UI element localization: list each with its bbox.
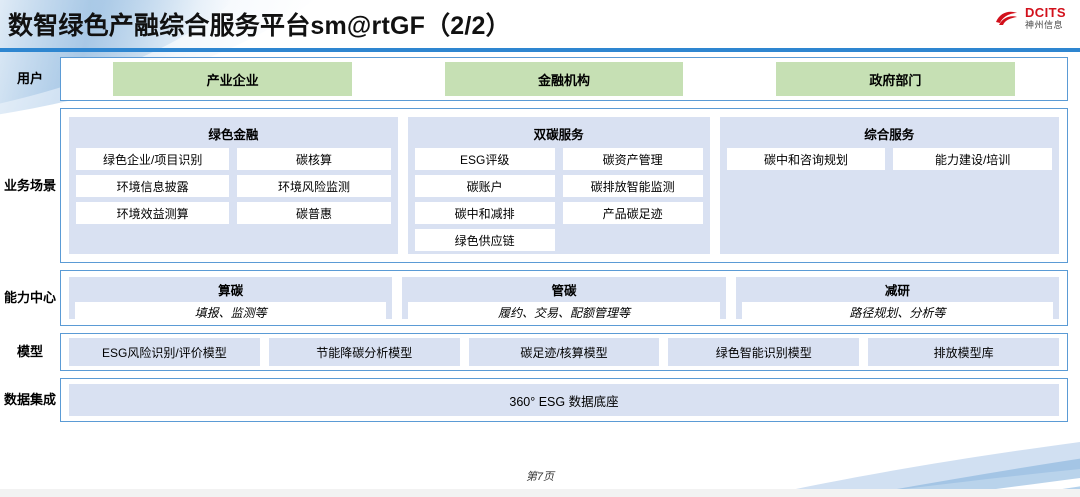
scenario-item[interactable]: 产品碳足迹 (562, 202, 703, 224)
scenario-item[interactable]: 绿色供应链 (414, 229, 555, 251)
user-cell: 政府部门 (730, 62, 1061, 96)
row-body-user: 产业企业 金融机构 政府部门 (60, 57, 1068, 101)
row-model: 模型 ESG风险识别/评价模型 节能降碳分析模型 碳足迹/核算模型 绿色智能识别… (0, 333, 1080, 371)
model-box[interactable]: 碳足迹/核算模型 (468, 338, 660, 366)
scenario-item[interactable]: 能力建设/培训 (893, 148, 1052, 170)
row-spacer (0, 101, 1080, 108)
scenario-group-dual-carbon: 双碳服务 ESG评级 碳资产管理 碳账户 碳排放智能监测 碳中和减排 产品碳足迹… (407, 117, 710, 254)
scenario-item[interactable]: 碳资产管理 (562, 148, 703, 170)
brand-logo: DCITS 神州信息 (994, 6, 1066, 30)
scenario-item[interactable]: 碳中和咨询规划 (726, 148, 886, 170)
row-body-model: ESG风险识别/评价模型 节能降碳分析模型 碳足迹/核算模型 绿色智能识别模型 … (60, 333, 1068, 371)
row-scenario: 业务场景 绿色金融 绿色企业/项目识别 碳核算 环境信息披露 环境风险监测 环境… (0, 108, 1080, 263)
scenario-group-green-finance: 绿色金融 绿色企业/项目识别 碳核算 环境信息披露 环境风险监测 环境效益测算 … (69, 117, 398, 254)
model-box[interactable]: 排放模型库 (868, 338, 1059, 366)
row-capability: 能力中心 算碳 填报、监测等 管碳 履约、交易、配额管理等 减研 路径规划、分析… (0, 270, 1080, 326)
scenario-item[interactable]: 环境信息披露 (76, 175, 230, 197)
logo-text-cn: 神州信息 (1025, 20, 1064, 30)
scenario-group-integrated-service: 综合服务 碳中和咨询规划 能力建设/培训 (719, 117, 1059, 254)
row-spacer (0, 371, 1080, 378)
footer-strip (0, 489, 1080, 497)
page-number-label: 第7页 (525, 471, 555, 483)
scenario-item[interactable]: 碳账户 (414, 175, 555, 197)
capability-subtitle[interactable]: 路径规划、分析等 (741, 302, 1053, 322)
capability-subtitle[interactable]: 填报、监测等 (75, 302, 387, 322)
architecture-grid: 用户 产业企业 金融机构 政府部门 业务场景 (0, 57, 1080, 422)
scenario-item[interactable]: 碳排放智能监测 (562, 175, 703, 197)
user-box-government[interactable]: 政府部门 (776, 62, 1015, 96)
user-box-industry[interactable]: 产业企业 (113, 62, 352, 96)
capability-title: 算碳 (218, 284, 244, 298)
dcits-swirl-icon (994, 8, 1020, 28)
slide-header: 数智绿色产融综合服务平台sm@rtGF（2/2） DCITS 神州信息 (0, 0, 1080, 49)
user-box-financial[interactable]: 金融机构 (444, 62, 684, 96)
capability-title: 减研 (884, 284, 910, 298)
capability-title: 管碳 (551, 284, 577, 298)
user-cell: 金融机构 (398, 62, 729, 96)
scenario-item[interactable]: 环境风险监测 (237, 175, 391, 197)
capability-group-calc-carbon: 算碳 填报、监测等 (69, 277, 393, 322)
model-box[interactable]: 绿色智能识别模型 (668, 338, 860, 366)
scenario-group-title: 双碳服务 (533, 128, 584, 142)
row-data-integration: 数据集成 360° ESG 数据底座 (0, 378, 1080, 422)
user-cell: 产业企业 (67, 62, 398, 96)
row-spacer (0, 326, 1080, 333)
scenario-group-title: 综合服务 (864, 128, 915, 142)
header-divider (0, 48, 1080, 52)
data-base-box[interactable]: 360° ESG 数据底座 (69, 384, 1059, 416)
row-body-capability: 算碳 填报、监测等 管碳 履约、交易、配额管理等 减研 路径规划、分析等 (60, 270, 1068, 326)
scenario-item[interactable]: 碳核算 (237, 148, 391, 170)
page-title: 数智绿色产融综合服务平台sm@rtGF（2/2） (8, 12, 511, 40)
scenario-item[interactable]: 碳中和减排 (414, 202, 555, 224)
model-box[interactable]: 节能降碳分析模型 (268, 338, 460, 366)
row-spacer (0, 263, 1080, 270)
row-label-capability: 能力中心 (4, 290, 57, 306)
row-body-data-integration: 360° ESG 数据底座 (60, 378, 1068, 422)
scenario-item[interactable]: 环境效益测算 (76, 202, 230, 224)
scenario-item-placeholder (563, 229, 703, 251)
scenario-group-title: 绿色金融 (208, 128, 259, 142)
decorative-swoosh-bottom-right (690, 420, 1080, 497)
scenario-item[interactable]: 碳普惠 (237, 202, 391, 224)
logo-text-en: DCITS (1025, 5, 1066, 20)
row-label-data-integration: 数据集成 (4, 392, 57, 408)
scenario-item[interactable]: ESG评级 (414, 148, 555, 170)
row-label-user: 用户 (16, 71, 43, 87)
capability-group-manage-carbon: 管碳 履约、交易、配额管理等 (402, 277, 726, 322)
scenario-item[interactable]: 绿色企业/项目识别 (76, 148, 230, 170)
row-label-model: 模型 (16, 344, 43, 360)
slide-footer: 第7页 (0, 468, 1080, 484)
row-body-scenario: 绿色金融 绿色企业/项目识别 碳核算 环境信息披露 环境风险监测 环境效益测算 … (60, 108, 1068, 263)
row-label-scenario: 业务场景 (4, 177, 57, 193)
capability-group-reduce-research: 减研 路径规划、分析等 (735, 277, 1059, 322)
row-user: 用户 产业企业 金融机构 政府部门 (0, 57, 1080, 101)
model-box[interactable]: ESG风险识别/评价模型 (69, 338, 260, 366)
capability-subtitle[interactable]: 履约、交易、配额管理等 (408, 302, 720, 322)
